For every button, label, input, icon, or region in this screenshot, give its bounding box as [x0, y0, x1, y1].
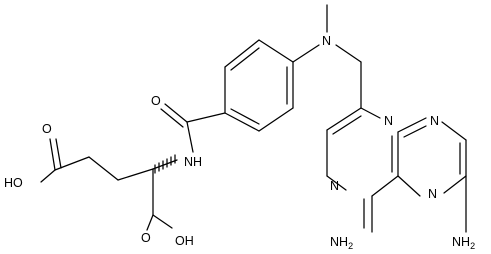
- atom-labels: NH O N HO O O OH N N N N NH2 NH2: [4, 34, 475, 251]
- alpha-carbonyl-o-label: O: [141, 231, 151, 245]
- amino-2-text: NH: [452, 235, 470, 249]
- amino-4-text: NH: [330, 235, 348, 249]
- ring-n-label: N: [430, 114, 439, 128]
- alpha-hydroxyl-label: OH: [175, 234, 194, 248]
- amide-o-label: O: [151, 94, 161, 108]
- benzene-inner-bond: [230, 47, 260, 71]
- amino-2-subscript: 2: [470, 241, 475, 251]
- gamma-carbonyl-o-label: O: [42, 122, 52, 136]
- n-methyl-label: N: [322, 34, 331, 48]
- ring-n-label: N: [330, 179, 339, 193]
- gamma-hydroxyl-label: HO: [4, 176, 23, 190]
- ring-n-label: N: [384, 114, 393, 128]
- ring-n-label: N: [428, 187, 437, 201]
- amino-4-subscript: 2: [348, 241, 353, 251]
- amide-nh-label: NH: [184, 155, 202, 169]
- gamma-carbonyl-double-bond: [49, 138, 56, 171]
- amino-2-label: NH2: [452, 235, 475, 251]
- bond-lines: [40, 4, 467, 233]
- pyrazine-inner-bond: [332, 115, 362, 135]
- alpha-carbonyl-double-bond: [146, 214, 154, 231]
- amide-carbonyl-double-bond: [164, 103, 188, 123]
- stereo-hash-bond: [154, 154, 176, 174]
- amino-4-label: NH2: [330, 235, 353, 251]
